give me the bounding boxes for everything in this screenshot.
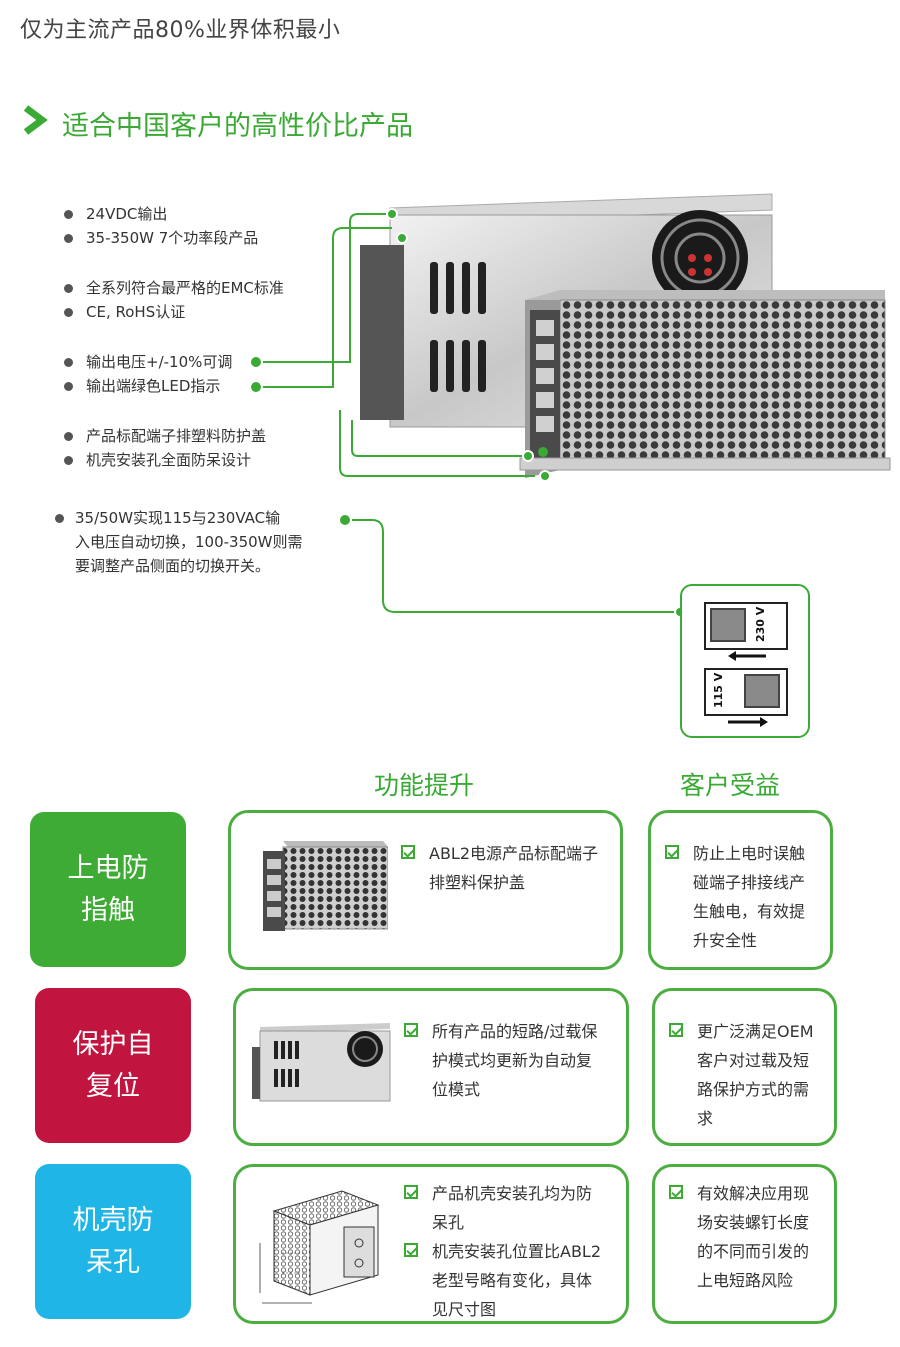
function-line: 见尺寸图 — [432, 1300, 497, 1319]
benefit-line: 求 — [697, 1109, 714, 1128]
feature-group-standards: 全系列符合最严格的EMC标准 CE, RoHS认证 — [64, 276, 284, 324]
category-label: 保护自 — [72, 1028, 154, 1060]
benefit-line: 生触电，有效提 — [693, 902, 806, 921]
chevron-right-icon — [23, 105, 48, 135]
benefit-line: 防止上电时误触 — [693, 844, 806, 863]
benefit-line: 有效解决应用现 — [697, 1184, 810, 1203]
benefit-line: 客户对过载及短 — [697, 1051, 810, 1070]
benefit-line: 的不同而引发的 — [697, 1242, 810, 1261]
benefit-item: 有效解决应用现 场安装螺钉长度 的不同而引发的 上电短路风险 — [669, 1179, 834, 1295]
arrow-left-icon — [728, 651, 766, 661]
checkbox-icon — [665, 845, 679, 859]
arrow-right-icon — [728, 717, 768, 727]
switch-230v: 230 V — [704, 602, 788, 650]
feature-item: 输出电压+/-10%可调 — [64, 350, 232, 374]
benefit-line: 上电短路风险 — [697, 1271, 794, 1290]
category-label: 呆孔 — [86, 1246, 140, 1278]
feature-group-adjust: 输出电压+/-10%可调 输出端绿色LED指示 — [64, 350, 232, 398]
feature-group-output: 24VDC输出 35-350W 7个功率段产品 — [64, 202, 258, 250]
function-line: ABL2电源产品标配端子 — [429, 844, 599, 863]
function-card: 产品机壳安装孔均为防 呆孔 机壳安装孔位置比ABL2 老型号略有变化，具体 见尺… — [233, 1164, 629, 1324]
benefit-item: 更广泛满足OEM 客户对过载及短 路保护方式的需 求 — [669, 1017, 834, 1133]
function-line: 产品机壳安装孔均为防 — [432, 1184, 593, 1203]
feature-item: CE, RoHS认证 — [64, 300, 284, 324]
checkbox-icon — [404, 1185, 418, 1199]
benefit-card: 有效解决应用现 场安装螺钉长度 的不同而引发的 上电短路风险 — [652, 1164, 837, 1324]
category-finger-protection: 上电防指触 — [30, 812, 186, 967]
dimension-drawing — [259, 1190, 380, 1304]
category-label: 复位 — [86, 1070, 140, 1102]
checkbox-icon — [401, 845, 415, 859]
function-line: 呆孔 — [432, 1213, 465, 1232]
top-line: 仅为主流产品80%业界体积最小 — [20, 18, 341, 43]
benefit-card: 更广泛满足OEM 客户对过载及短 路保护方式的需 求 — [652, 988, 837, 1146]
function-card: 所有产品的短路/过载保 护模式均更新为自动复 位模式 — [233, 988, 629, 1146]
product-thumbnail — [263, 841, 388, 931]
column-header-function: 功能提升 — [374, 771, 475, 800]
product-illustration — [249, 193, 891, 618]
function-card: ABL2电源产品标配端子排塑料保护盖 — [228, 810, 623, 970]
benefit-card: 防止上电时误触 碰端子排接线产 生触电，有效提 升安全性 — [648, 810, 833, 970]
function-line: 排塑料保护盖 — [429, 873, 526, 892]
checkbox-icon — [669, 1023, 683, 1037]
function-line: 位模式 — [432, 1080, 481, 1099]
feature-item: 全系列符合最严格的EMC标准 — [64, 276, 284, 300]
switch-label-115v: 115 V — [712, 672, 725, 708]
function-line: 老型号略有变化，具体 — [432, 1271, 593, 1290]
benefit-item: 防止上电时误触 碰端子排接线产 生触电，有效提 升安全性 — [665, 839, 825, 955]
note-line: 入电压自动切换，100-350W则需 — [75, 533, 303, 551]
column-header-benefit: 客户受益 — [680, 771, 781, 800]
checkbox-icon — [404, 1023, 418, 1037]
benefit-line: 路保护方式的需 — [697, 1080, 810, 1099]
voltage-switch-note: 35/50W实现115与230VAC输 入电压自动切换，100-350W则需 要… — [55, 506, 365, 578]
note-line: 35/50W实现115与230VAC输 — [75, 509, 281, 527]
function-line: 机壳安装孔位置比ABL2 — [432, 1242, 602, 1261]
feature-item: 输出端绿色LED指示 — [64, 374, 232, 398]
function-line: 护模式均更新为自动复 — [432, 1051, 593, 1070]
voltage-switch-diagram: 230 V 115 V — [680, 584, 810, 738]
feature-item: 35-350W 7个功率段产品 — [64, 226, 258, 250]
category-label: 指触 — [81, 894, 135, 926]
note-line: 要调整产品侧面的切换开关。 — [75, 557, 271, 575]
feature-item: 24VDC输出 — [64, 202, 258, 226]
feature-item: 产品标配端子排塑料防护盖 — [64, 424, 266, 448]
benefit-line: 场安装螺钉长度 — [697, 1213, 810, 1232]
benefit-line: 更广泛满足OEM — [697, 1022, 814, 1041]
section-title: 适合中国客户的高性价比产品 — [62, 111, 413, 142]
function-item: ABL2电源产品标配端子排塑料保护盖 — [401, 839, 616, 897]
product-thumbnail — [252, 1023, 391, 1102]
switch-label-230v: 230 V — [754, 606, 767, 642]
benefit-line: 升安全性 — [693, 931, 758, 950]
function-line: 所有产品的短路/过载保 — [432, 1022, 598, 1041]
function-items: 产品机壳安装孔均为防 呆孔 机壳安装孔位置比ABL2 老型号略有变化，具体 见尺… — [404, 1179, 629, 1324]
switch-115v: 115 V — [704, 668, 788, 716]
category-label: 上电防 — [67, 852, 149, 884]
category-auto-reset: 保护自复位 — [35, 988, 191, 1143]
feature-item: 机壳安装孔全面防呆设计 — [64, 448, 266, 472]
function-item: 所有产品的短路/过载保 护模式均更新为自动复 位模式 — [404, 1017, 629, 1104]
benefit-line: 碰端子排接线产 — [693, 873, 806, 892]
feature-group-protection: 产品标配端子排塑料防护盖 机壳安装孔全面防呆设计 — [64, 424, 266, 472]
category-foolproof-holes: 机壳防呆孔 — [35, 1164, 191, 1319]
checkbox-icon — [404, 1243, 418, 1257]
checkbox-icon — [669, 1185, 683, 1199]
category-label: 机壳防 — [72, 1204, 154, 1236]
